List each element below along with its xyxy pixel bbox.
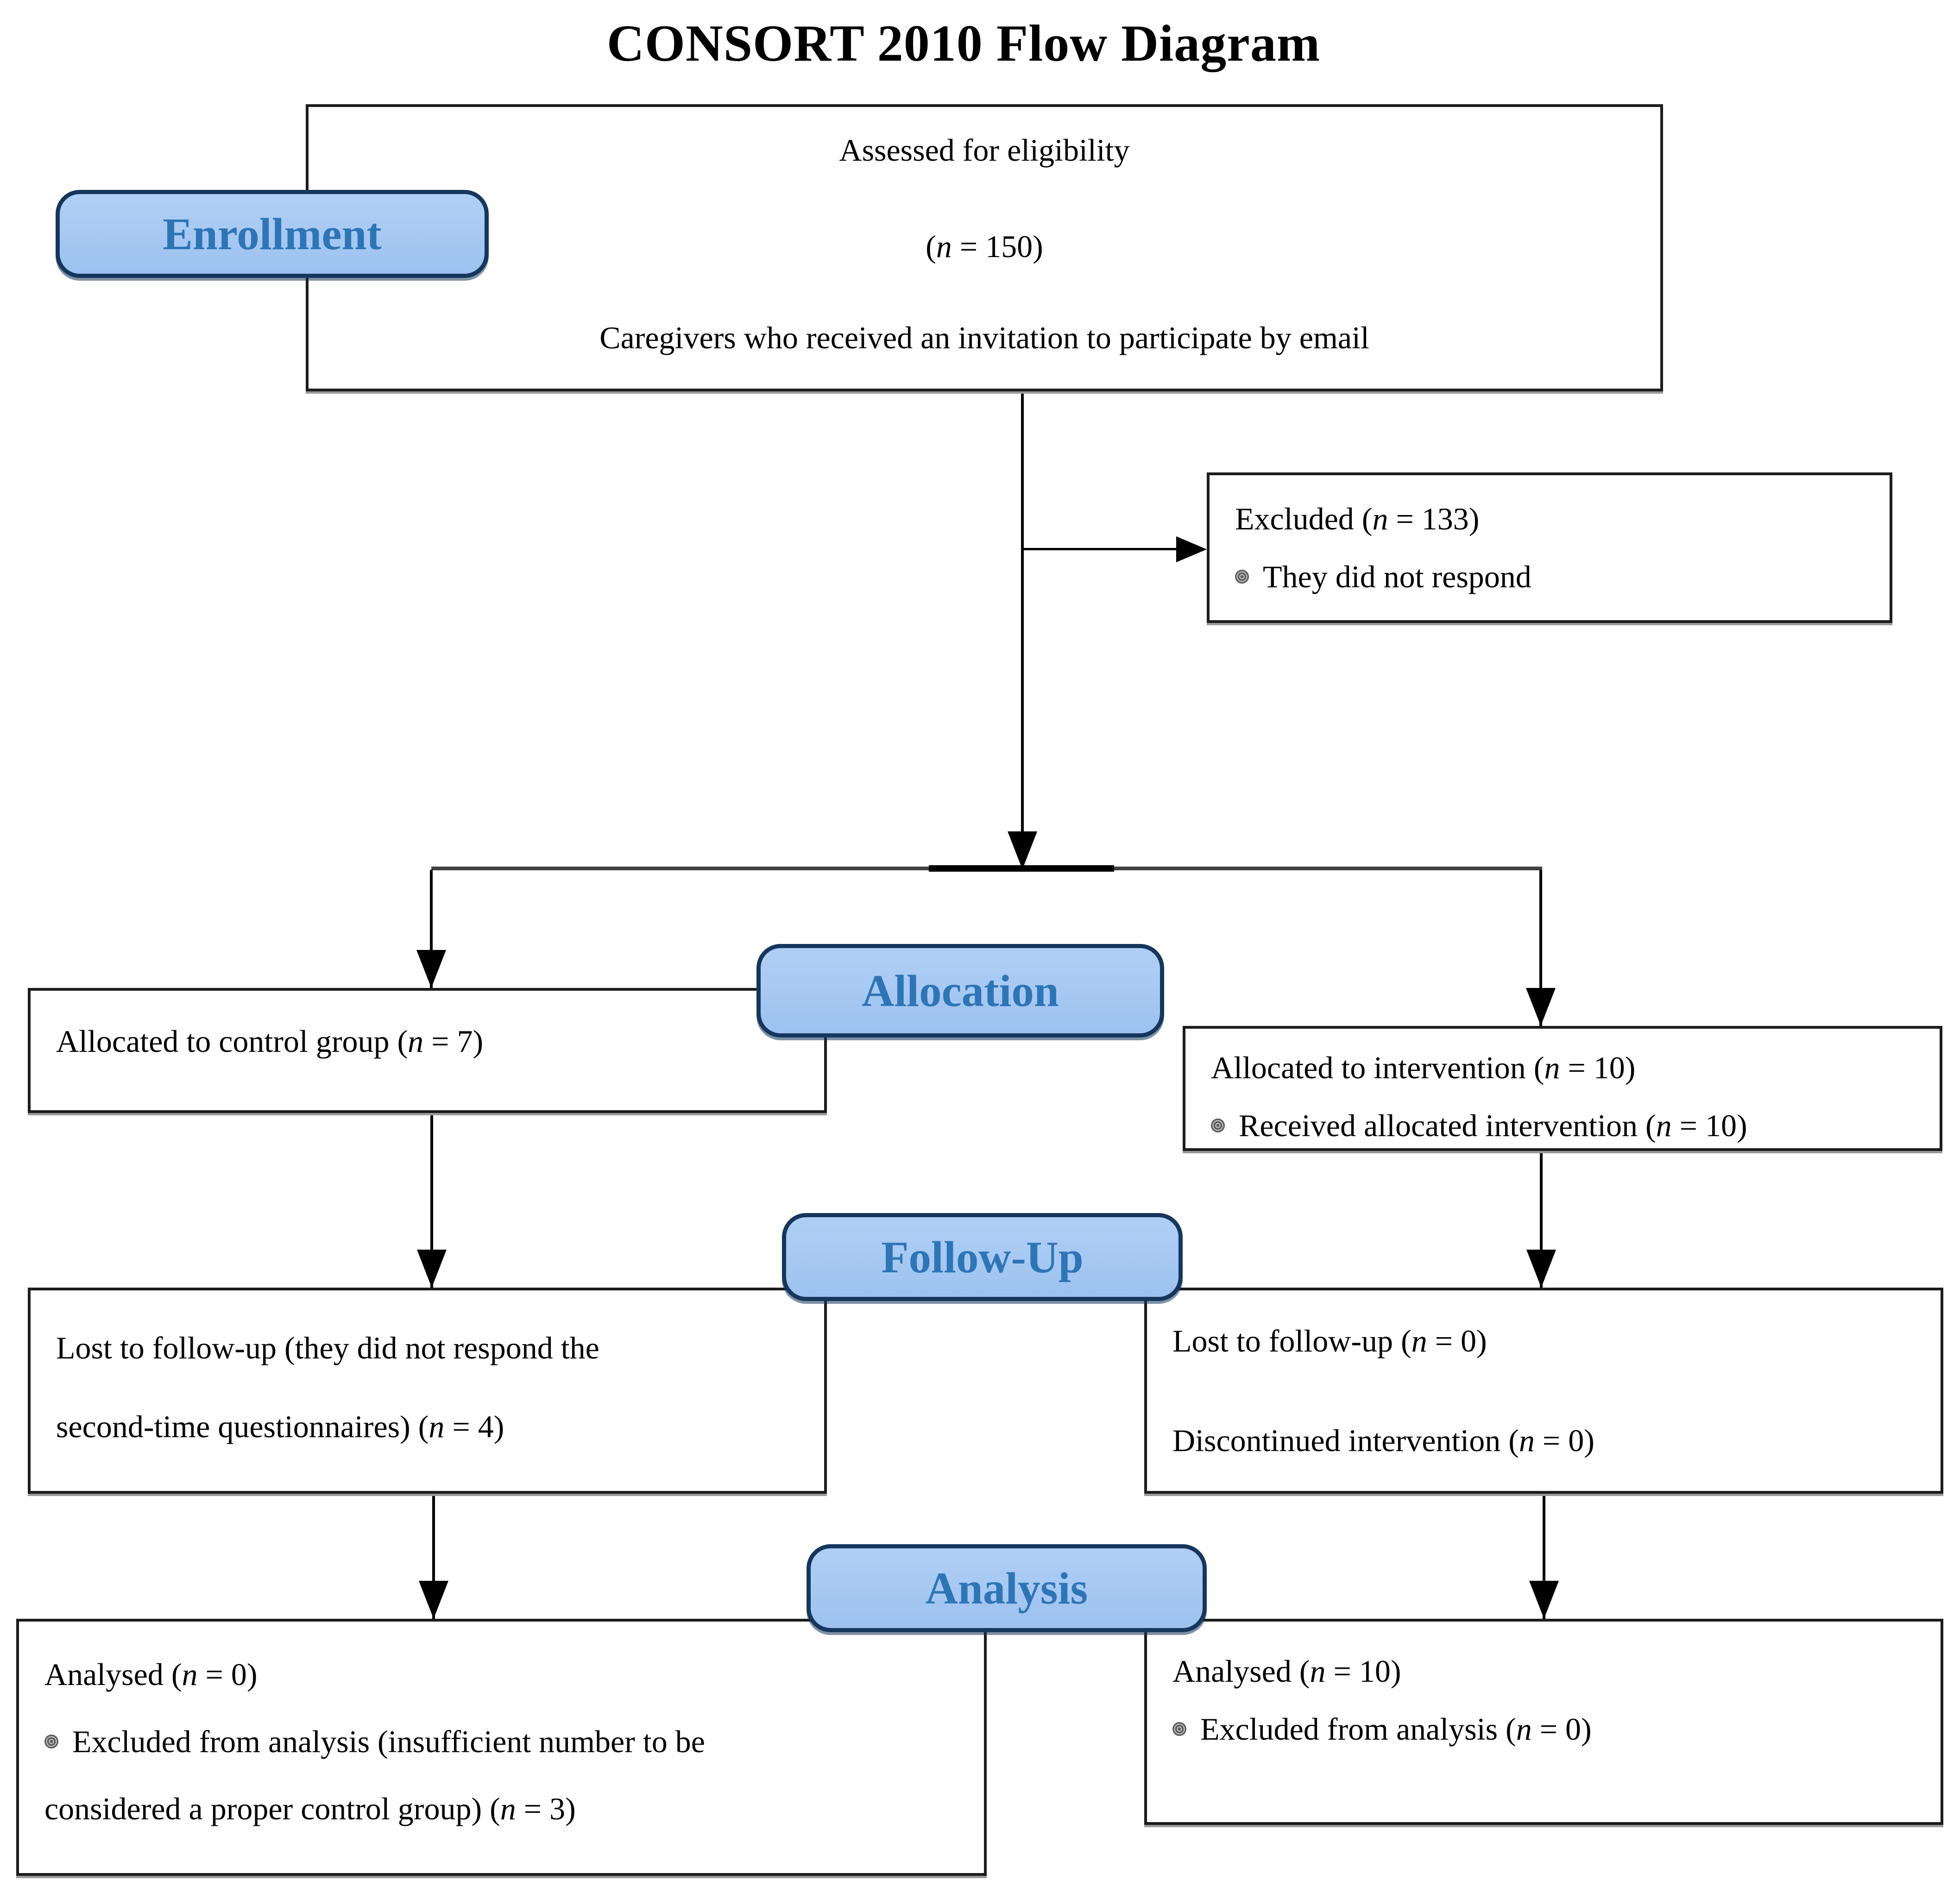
eligibility-line-3: Caregivers who received an invitation to…	[599, 320, 1369, 355]
followup-intervention-box: Lost to follow-up (n = 0) Discontinued i…	[1144, 1288, 1943, 1494]
allocation-label-text: Allocation	[862, 966, 1059, 1016]
analysis-control-bullet-text: Excluded from analysis (insufficient num…	[72, 1724, 705, 1759]
page-title: CONSORT 2010 Flow Diagram	[606, 15, 1321, 72]
analysis-control-box: Analysed (n = 0) Excluded from analysis …	[16, 1619, 987, 1876]
excluded-bullet-text: They did not respond	[1263, 559, 1531, 594]
eligibility-line-2: (n = 150)	[926, 229, 1043, 264]
stage-label-enrollment: Enrollment	[56, 190, 489, 278]
stage-label-followup: Follow-Up	[782, 1213, 1183, 1301]
allocation-intervention-bullet-text: Received allocated intervention (n = 10)	[1239, 1108, 1747, 1143]
analysis-label-text: Analysis	[925, 1563, 1088, 1613]
stage-label-analysis: Analysis	[807, 1544, 1207, 1632]
allocation-intervention-bullet-line: Received allocated intervention (n = 10)	[1211, 1107, 1930, 1144]
bullet-icon	[1235, 570, 1249, 584]
eligibility-line-1: Assessed for eligibility	[839, 132, 1130, 168]
enrollment-label-text: Enrollment	[163, 209, 382, 259]
connector-eligibility-down	[1021, 391, 1024, 869]
arrowhead-down-followup-left	[417, 1250, 447, 1288]
followup-control-line-1: Lost to follow-up (they did not respond …	[56, 1330, 599, 1365]
followup-intervention-line-2: Discontinued intervention (n = 0)	[1172, 1423, 1594, 1458]
arrowhead-down-followup-right	[1526, 1250, 1556, 1288]
arrowhead-down-analysis-left	[419, 1581, 448, 1619]
connector-analysis-right-down	[1543, 1492, 1545, 1619]
arrowhead-down-analysis-right	[1529, 1581, 1559, 1619]
connector-followup-right-down	[1540, 1150, 1543, 1288]
analysis-control-line-2: considered a proper control group) (n = …	[44, 1791, 576, 1826]
excluded-bullet-line: They did not respond	[1235, 559, 1880, 595]
eligibility-box: Assessed for eligibility (n = 150) Careg…	[306, 104, 1663, 391]
excluded-box: Excluded (n = 133) They did not respond	[1207, 472, 1892, 623]
bullet-icon	[1172, 1722, 1186, 1736]
analysis-intervention-bullet-text: Excluded from analysis (n = 0)	[1200, 1711, 1592, 1747]
arrowhead-down-allocation-right	[1526, 988, 1556, 1026]
followup-label-text: Follow-Up	[881, 1232, 1084, 1282]
connector-analysis-left-down	[432, 1492, 435, 1619]
analysis-intervention-line-1: Analysed (n = 10)	[1172, 1654, 1401, 1689]
allocation-control-box: Allocated to control group (n = 7)	[28, 988, 827, 1113]
analysis-control-bullet-line: Excluded from analysis (insufficient num…	[44, 1723, 975, 1760]
bullet-icon	[44, 1735, 58, 1748]
connector-excluded-branch	[1022, 548, 1185, 550]
analysis-control-line-1: Analysed (n = 0)	[44, 1657, 258, 1692]
followup-intervention-line-1: Lost to follow-up (n = 0)	[1172, 1323, 1487, 1358]
excluded-line-1: Excluded (n = 133)	[1235, 501, 1480, 536]
stage-label-allocation: Allocation	[756, 944, 1164, 1038]
allocation-intervention-box: Allocated to intervention (n = 10) Recei…	[1183, 1026, 1942, 1151]
analysis-intervention-bullet-line: Excluded from analysis (n = 0)	[1172, 1711, 1931, 1747]
arrowhead-right-excluded	[1176, 536, 1207, 562]
followup-control-line-2: second-time questionnaires) (n = 4)	[56, 1409, 504, 1444]
connector-allocation-left-down	[430, 870, 433, 988]
connector-allocation-right-down	[1539, 870, 1542, 1026]
allocation-control-line-1: Allocated to control group (n = 7)	[56, 1024, 484, 1059]
followup-control-box: Lost to follow-up (they did not respond …	[28, 1288, 827, 1494]
arrowhead-down-split	[1008, 831, 1037, 869]
allocation-intervention-line-1: Allocated to intervention (n = 10)	[1211, 1050, 1636, 1085]
connector-followup-left-down	[430, 1112, 433, 1288]
arrowhead-down-allocation-left	[416, 950, 446, 988]
analysis-intervention-box: Analysed (n = 10) Excluded from analysis…	[1144, 1619, 1943, 1825]
bullet-icon	[1211, 1119, 1225, 1132]
